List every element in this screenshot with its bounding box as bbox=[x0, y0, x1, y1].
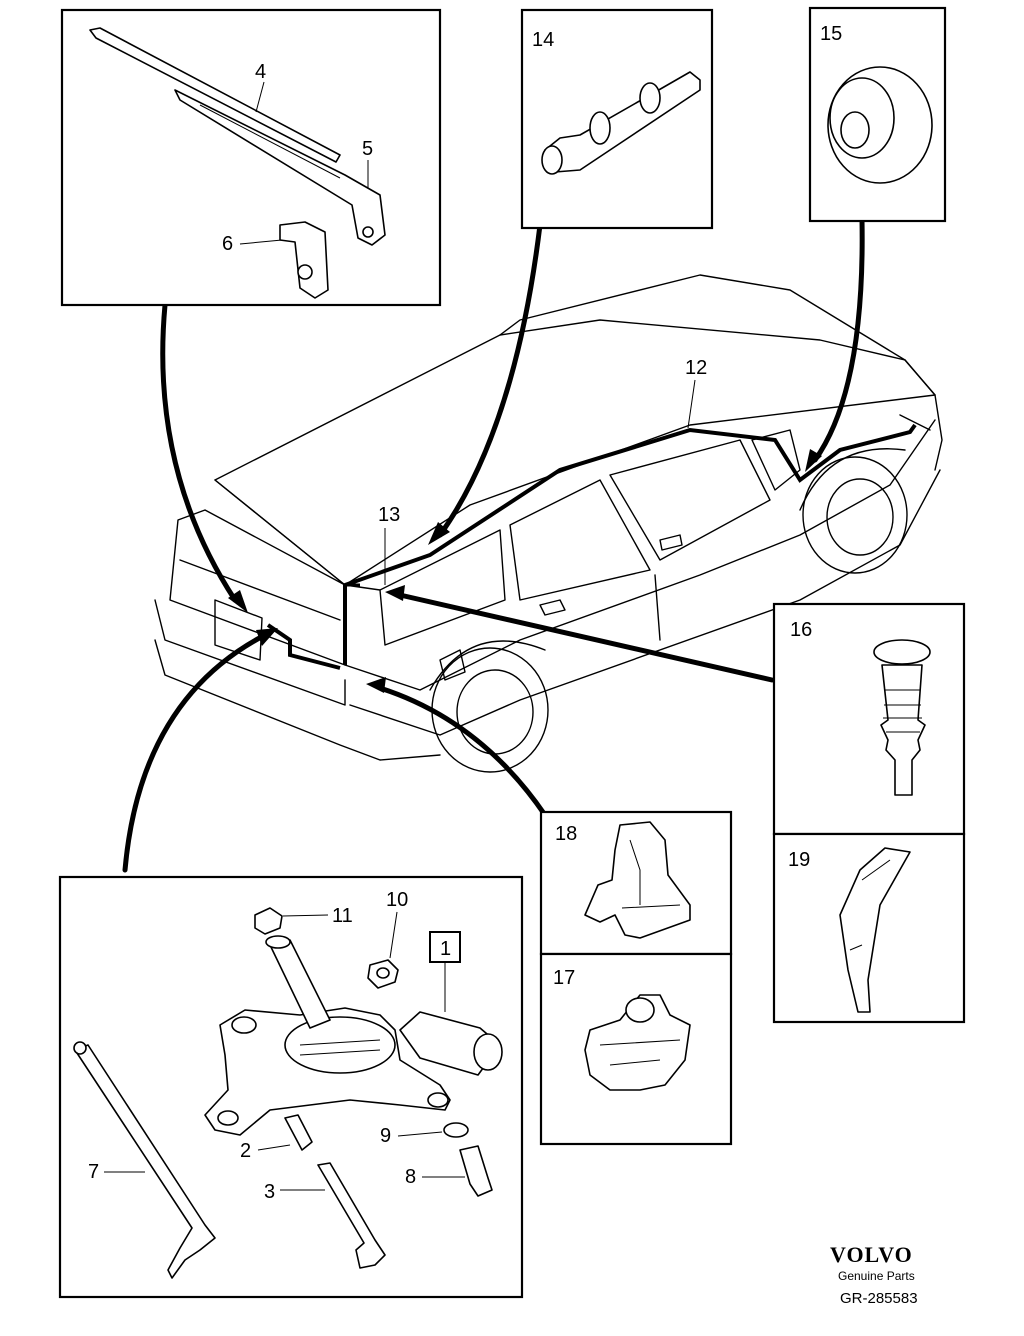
leader-lines bbox=[122, 217, 865, 873]
cover-box: 19 bbox=[772, 832, 966, 1024]
clip-box-17: 17 bbox=[539, 952, 733, 1146]
callout-5: 5 bbox=[362, 138, 373, 160]
volvo-branding: VOLVO Genuine Parts GR-285583 bbox=[830, 1242, 918, 1307]
callout-11: 11 bbox=[332, 905, 353, 927]
wiper-motor-box: 1 2 3 7 8 9 10 11 bbox=[58, 875, 524, 1299]
callout-8: 8 bbox=[405, 1166, 416, 1188]
brand-tagline: Genuine Parts bbox=[838, 1269, 915, 1283]
connector-box: 14 bbox=[520, 8, 714, 230]
callout-9: 9 bbox=[380, 1125, 391, 1147]
nozzle-box: 16 bbox=[772, 602, 966, 836]
callout-4: 4 bbox=[255, 61, 266, 83]
car-illustration bbox=[154, 274, 943, 773]
clip-box-18: 18 bbox=[539, 810, 733, 956]
callout-6: 6 bbox=[222, 233, 233, 255]
volvo-logo: VOLVO bbox=[830, 1242, 913, 1267]
callout-3: 3 bbox=[264, 1181, 275, 1203]
wiper-arm-box: 4 5 6 bbox=[60, 8, 442, 307]
reference-code: GR-285583 bbox=[840, 1290, 918, 1307]
callout-19: 19 bbox=[788, 849, 810, 871]
callout-16: 16 bbox=[790, 619, 812, 641]
callout-7: 7 bbox=[88, 1161, 99, 1183]
callout-18: 18 bbox=[555, 823, 577, 845]
callout-15: 15 bbox=[820, 23, 842, 45]
callout-17: 17 bbox=[553, 967, 575, 989]
callout-1: 1 bbox=[440, 938, 451, 960]
callout-2: 2 bbox=[240, 1140, 251, 1162]
callout-13: 13 bbox=[378, 504, 400, 526]
grommet-box: 15 bbox=[808, 6, 947, 223]
callout-14: 14 bbox=[532, 29, 554, 51]
callout-10: 10 bbox=[386, 889, 408, 911]
callout-12: 12 bbox=[685, 357, 707, 379]
